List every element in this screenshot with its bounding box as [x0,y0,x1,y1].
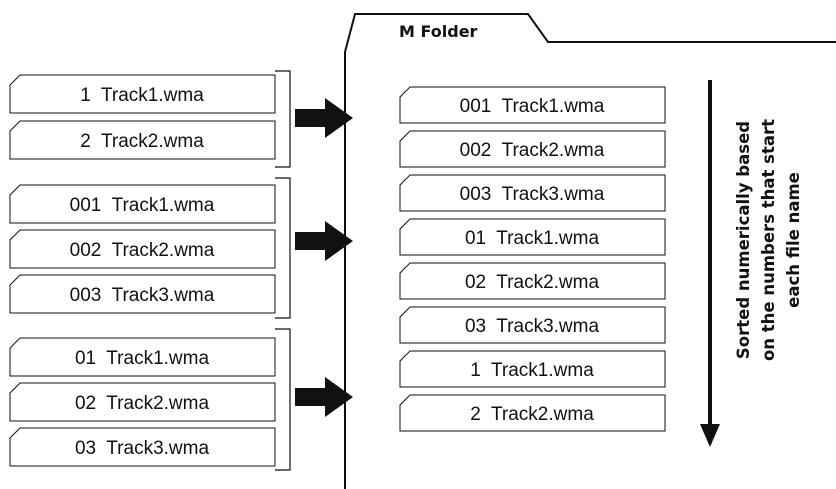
arrow-right-icon [295,98,353,138]
file-label: 001 Track1.wma [70,195,215,216]
file-label: 003 Track3.wma [460,184,605,205]
file-card [9,382,276,422]
source-group: 001 Track1.wma 002 Track2.wma 003 Track3… [9,177,353,319]
file-label: 02 Track2.wma [75,393,210,414]
sort-note: Sorted numerically based on the numbers … [734,119,803,361]
folder-outline [344,13,836,489]
file-label: 2 Track2.wma [470,404,594,425]
arrow-right-icon [295,221,353,261]
source-group: 1 Track1.wma 2 Track2.wma [9,70,353,168]
file-card [9,229,276,269]
file-label: 03 Track3.wma [75,438,210,459]
file-entry: 1 Track1.wma [9,74,276,114]
file-entry: 001 Track1.wma [9,184,276,224]
file-entry: 03 Track3.wma [399,306,666,344]
file-label: 002 Track2.wma [70,240,215,261]
file-entry: 01 Track1.wma [399,218,666,256]
file-label: 001 Track1.wma [460,96,605,117]
sort-note-line: Sorted numerically based [734,121,753,359]
file-entry: 002 Track2.wma [9,229,276,269]
arrow-down-icon [700,424,720,447]
file-label: 02 Track2.wma [465,272,600,293]
sort-direction-arrow [700,80,720,447]
folder: M Folder [344,13,836,489]
arrow-right-icon [295,377,353,417]
file-label: 01 Track1.wma [75,348,210,369]
file-entry: 2 Track2.wma [399,394,666,432]
file-card [9,120,276,160]
file-card [399,86,666,124]
sorted-file-list: 001 Track1.wma 002 Track2.wma 003 Track3… [399,86,666,432]
file-card [9,184,276,224]
sort-note-line: on the numbers that start [759,119,778,361]
file-entry: 002 Track2.wma [399,130,666,168]
group-bracket [275,328,291,471]
file-entry: 02 Track2.wma [399,262,666,300]
file-label: 01 Track1.wma [465,228,600,249]
file-card [9,74,276,114]
file-label: 03 Track3.wma [465,316,600,337]
file-label: 1 Track1.wma [80,85,204,106]
file-entry: 001 Track1.wma [399,86,666,124]
folder-title: M Folder [399,22,478,41]
file-card [399,262,666,300]
file-entry: 003 Track3.wma [399,174,666,212]
file-card [399,218,666,256]
file-label: 1 Track1.wma [470,360,594,381]
file-entry: 1 Track1.wma [399,350,666,388]
file-card [399,306,666,344]
file-label: 003 Track3.wma [70,285,215,306]
file-card [399,130,666,168]
file-entry: 2 Track2.wma [9,120,276,160]
file-card [399,394,666,432]
file-label: 2 Track2.wma [80,131,204,152]
file-card [399,350,666,388]
file-entry: 01 Track1.wma [9,337,276,377]
file-card [399,174,666,212]
file-entry: 003 Track3.wma [9,274,276,314]
file-entry: 03 Track3.wma [9,427,276,467]
group-bracket [275,177,291,319]
file-card [9,337,276,377]
source-group: 01 Track1.wma 02 Track2.wma 03 Track3.wm… [9,328,353,471]
group-bracket [275,70,291,168]
file-card [9,427,276,467]
file-entry: 02 Track2.wma [9,382,276,422]
file-card [9,274,276,314]
file-label: 002 Track2.wma [460,140,605,161]
sort-note-line: each file name [784,172,803,308]
